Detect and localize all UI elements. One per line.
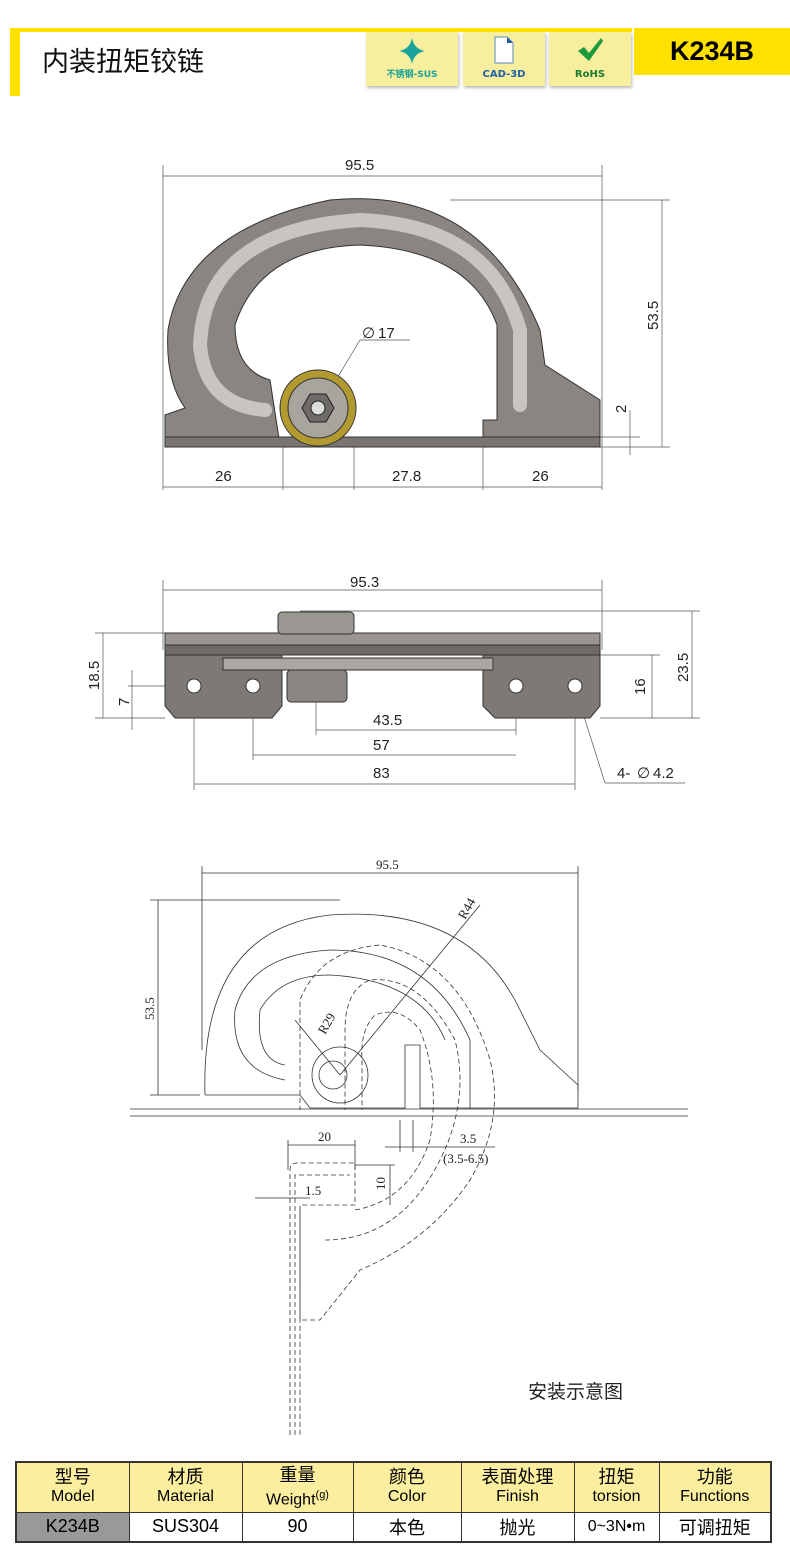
dim-middle: 27.8 bbox=[392, 468, 421, 485]
model-number: K234B bbox=[634, 28, 790, 75]
dim-10: 10 bbox=[373, 1177, 388, 1190]
cell-finish: 抛光 bbox=[460, 1511, 575, 1543]
cell-torsion: 0~3N•m bbox=[573, 1511, 660, 1543]
checkmark-icon bbox=[578, 38, 603, 61]
dim-base: 2 bbox=[613, 405, 630, 413]
install-view-drawing: 95.5 53.5 R44 R29 20 3.5 (3.5-6.5) 10 1.… bbox=[130, 857, 688, 1435]
dim-d1: 43.5 bbox=[373, 712, 402, 729]
cell-weight: 90 bbox=[241, 1511, 354, 1543]
dim-thickness: 1.5 bbox=[305, 1183, 321, 1198]
dim-h3: 16 bbox=[632, 678, 649, 695]
dim-holes: 4- bbox=[617, 765, 630, 782]
sparkle-icon bbox=[399, 38, 425, 64]
dim-20: 20 bbox=[318, 1129, 331, 1144]
table-row: K234B SUS304 90 本色 抛光 0~3N•m 可调扭矩 bbox=[15, 1511, 772, 1543]
diameter-symbol: ∅ bbox=[637, 765, 650, 782]
dim-right: 26 bbox=[532, 468, 549, 485]
hinge-body bbox=[164, 198, 601, 446]
cell-functions: 可调扭矩 bbox=[658, 1511, 772, 1543]
dim-h1: 18.5 bbox=[86, 661, 103, 690]
dim-hole-dia: 4.2 bbox=[653, 765, 674, 782]
dim-diameter: 17 bbox=[378, 325, 395, 342]
front-view-drawing: 95.5 17 ∅ 53.5 2 26 27.8 26 bbox=[162, 157, 670, 490]
badge-rohs: RoHS bbox=[549, 32, 631, 86]
page-title: 内装扭矩铰链 bbox=[42, 47, 204, 78]
header-accent-line bbox=[10, 28, 632, 32]
dim-gap-range: (3.5-6.5) bbox=[443, 1151, 489, 1166]
install-caption: 安装示意图 bbox=[528, 1381, 623, 1403]
diameter-symbol: ∅ bbox=[362, 325, 375, 342]
cell-material: SUS304 bbox=[128, 1511, 243, 1543]
cell-color: 本色 bbox=[352, 1511, 462, 1543]
dim-width: 95.5 bbox=[345, 157, 374, 174]
header-accent-bar bbox=[10, 28, 20, 96]
badge-stainless: 不锈钢-SUS bbox=[366, 32, 458, 86]
dim-width: 95.5 bbox=[376, 857, 399, 872]
dim-width: 95.3 bbox=[350, 574, 379, 591]
dim-height: 53.5 bbox=[142, 997, 157, 1020]
dim-r-outer: R44 bbox=[455, 895, 479, 922]
dim-d2: 57 bbox=[373, 737, 390, 754]
dim-left: 26 bbox=[215, 468, 232, 485]
dim-r-inner: R29 bbox=[315, 1010, 339, 1036]
dim-d3: 83 bbox=[373, 765, 390, 782]
dim-h2: 7 bbox=[116, 698, 133, 706]
document-icon bbox=[494, 36, 514, 64]
dim-gap: 3.5 bbox=[460, 1131, 476, 1146]
badge-cad: CAD-3D bbox=[463, 32, 545, 86]
dim-h4: 23.5 bbox=[675, 653, 692, 682]
top-view-drawing: 95.3 18.5 7 16 23.5 43.5 57 83 4- ∅ 4.2 bbox=[86, 574, 700, 790]
dim-height: 53.5 bbox=[645, 301, 662, 330]
cell-model: K234B bbox=[15, 1511, 130, 1543]
